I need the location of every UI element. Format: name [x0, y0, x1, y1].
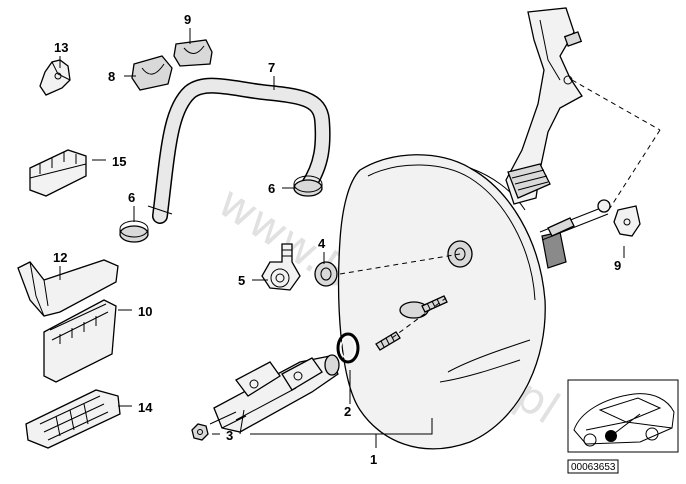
brake-master-cylinder[interactable]: [209, 354, 340, 433]
part-10-retaining-clip[interactable]: [613, 205, 641, 237]
label-1: 1: [370, 452, 377, 467]
label-9: 9: [184, 12, 191, 27]
dashed-leader-booster: [339, 253, 461, 275]
dashed-leader-lower: [609, 129, 661, 209]
part-3-nut[interactable]: [191, 423, 209, 441]
image-code-box: [567, 459, 619, 474]
part-13-clip[interactable]: [39, 59, 71, 96]
part-9-grommet[interactable]: [173, 39, 213, 67]
leader-lines: [59, 28, 625, 448]
part-2-o-ring[interactable]: [336, 332, 360, 364]
booster-stud-upper: [421, 295, 448, 313]
label-2: 2: [344, 404, 351, 419]
label-3: 3: [226, 428, 233, 443]
brake-pedal-assembly[interactable]: [505, 7, 611, 241]
part-5-check-valve-elbow[interactable]: [261, 243, 301, 291]
label-4: 4: [318, 236, 326, 251]
part-15-comb-clip[interactable]: [29, 149, 87, 197]
label-15: 15: [112, 154, 126, 169]
label-7: 7: [268, 60, 275, 75]
vehicle-location-inset: [567, 379, 679, 453]
part-14-grille[interactable]: [25, 389, 121, 449]
part-4-grommet[interactable]: [314, 261, 338, 287]
label-14: 14: [138, 400, 153, 415]
part-11-holder[interactable]: [43, 299, 117, 383]
label-6-upper: 6: [268, 181, 275, 196]
label-13: 13: [54, 40, 68, 55]
label-8: 8: [108, 69, 115, 84]
part-6-hose-clamp-lower[interactable]: [119, 220, 149, 243]
label-12: 12: [53, 250, 67, 265]
label-5: 5: [238, 273, 245, 288]
part-12-bracket[interactable]: [17, 259, 119, 317]
label-11: 10: [138, 304, 152, 319]
image-code: 00063653: [571, 462, 616, 473]
label-10: 9: [614, 258, 621, 273]
dashed-leader-upper: [571, 79, 661, 131]
part-8-grommet[interactable]: [131, 55, 173, 91]
part-6-hose-clamp-upper[interactable]: [293, 175, 323, 197]
label-6-lower: 6: [128, 190, 135, 205]
part-7-vacuum-hose[interactable]: [147, 77, 331, 224]
dashed-leader-stud: [391, 297, 447, 339]
